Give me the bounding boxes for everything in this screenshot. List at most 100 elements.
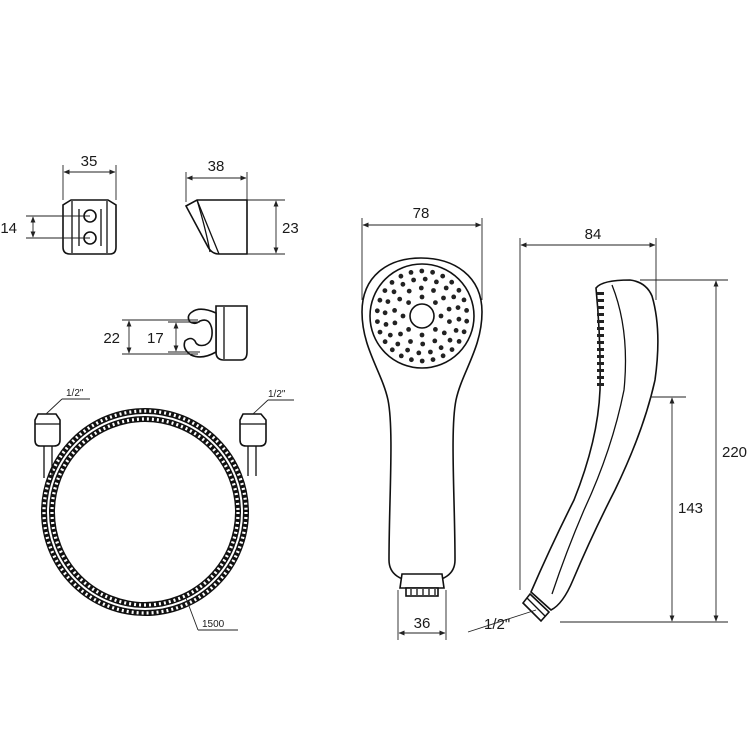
nozzle-dot: [440, 273, 446, 279]
nozzle-dot: [419, 294, 425, 300]
holder-c-opening-label: 17: [147, 330, 164, 347]
hose-view: 1/2" 1/2" 1500: [34, 388, 294, 631]
nozzle-dot: [443, 285, 449, 291]
side-nozzle: [597, 376, 604, 379]
side-handle-height-label: 143: [678, 500, 703, 517]
nozzle-dot: [422, 276, 428, 282]
nozzle-dot: [383, 322, 389, 327]
nozzle-dot: [430, 357, 436, 362]
nozzle-dot: [406, 327, 411, 332]
nozzle-dot: [447, 337, 453, 343]
nozzle-dot: [447, 319, 452, 324]
nozzle-dot: [455, 305, 461, 310]
nozzle-dot: [400, 313, 406, 319]
side-nozzle: [597, 299, 604, 302]
side-nozzle: [597, 355, 604, 358]
hose-left-thread-label: 1/2": [66, 388, 84, 399]
nozzle-dot: [409, 357, 414, 363]
nozzle-dot: [428, 349, 433, 355]
nozzle-dot: [400, 281, 406, 287]
nozzle-dot: [419, 268, 425, 274]
nozzle-dot: [461, 329, 467, 335]
shower-head-front-view: 78 36: [361, 205, 483, 640]
nozzle-dot: [375, 319, 380, 324]
nozzle-dot: [438, 345, 444, 351]
side-nozzle: [597, 362, 604, 365]
side-thread-label: 1/2": [484, 616, 510, 633]
nozzle-dot: [398, 353, 404, 359]
nozzle-dot: [438, 313, 444, 319]
nozzle-dot: [431, 288, 436, 293]
head-connector-label: 36: [414, 615, 431, 632]
nozzle-dot: [419, 358, 425, 364]
nozzle-dot: [387, 332, 393, 338]
holder-b-height-label: 23: [282, 220, 299, 237]
nozzle-dot: [405, 347, 410, 353]
nozzle-dot: [464, 308, 469, 313]
nozzle-dot: [430, 269, 435, 275]
side-nozzle: [597, 320, 604, 323]
nozzle-dot: [392, 320, 398, 326]
nozzle-dot: [440, 353, 446, 359]
hose-right-thread-label: 1/2": [268, 389, 286, 400]
nozzle-dot: [433, 300, 438, 305]
holder-b-side-view: 38 23: [184, 158, 299, 255]
side-nozzle: [597, 383, 604, 386]
side-nozzle: [597, 292, 604, 295]
side-nozzle: [597, 313, 604, 316]
nozzle-dot: [408, 270, 414, 275]
nozzle-dot: [464, 318, 470, 324]
holder-b-width-label: 38: [208, 158, 225, 175]
nozzle-dot: [389, 347, 395, 353]
nozzle-dot: [456, 339, 462, 344]
side-total-height-label: 220: [722, 444, 747, 461]
nozzle-dot: [441, 330, 447, 336]
nozzle-dot: [389, 280, 395, 285]
nozzle-dot: [433, 327, 438, 332]
holder-c-height-label: 22: [103, 330, 120, 347]
nozzle-dot: [432, 338, 438, 344]
head-diameter-label: 78: [413, 205, 430, 222]
side-nozzle: [597, 334, 604, 337]
nozzle-dot: [382, 310, 388, 316]
holder-a-width-label: 35: [81, 153, 98, 170]
nozzle-dot: [419, 332, 425, 338]
nozzle-dot: [418, 285, 424, 291]
holder-a-spacing-label: 14: [0, 220, 17, 237]
side-nozzle: [597, 341, 604, 344]
nozzle-dot: [385, 299, 391, 304]
nozzle-dot: [441, 295, 446, 301]
nozzle-dot: [377, 329, 383, 335]
nozzle-dot: [420, 341, 426, 347]
nozzle-dot: [408, 339, 413, 344]
nozzle-dot: [434, 279, 439, 285]
nozzle-dot: [456, 316, 462, 322]
nozzle-dot: [446, 306, 452, 312]
nozzle-dot: [392, 308, 397, 313]
side-nozzle: [597, 327, 604, 330]
nozzle-dot: [397, 296, 403, 302]
side-width-label: 84: [585, 226, 602, 243]
nozzle-dot: [406, 288, 412, 294]
nozzle-dot: [398, 273, 404, 279]
nozzle-dot: [451, 294, 457, 300]
nozzle-dot: [453, 328, 459, 333]
nozzle-dot: [391, 289, 397, 295]
nozzle-dot: [411, 277, 416, 283]
nozzle-dot: [374, 308, 380, 314]
nozzle-dot: [382, 339, 388, 345]
nozzle-dot: [449, 279, 455, 285]
side-nozzle-row: [597, 292, 604, 386]
hose-length-label: 1500: [202, 619, 225, 630]
nozzle-dot: [398, 331, 403, 337]
nozzle-dot: [416, 350, 422, 356]
holder-c-clip-view: 22 17: [103, 305, 248, 361]
nozzle-dot: [377, 297, 383, 303]
nozzle-dot: [382, 288, 388, 293]
nozzle-pattern: [374, 268, 470, 364]
nozzle-dot: [461, 297, 467, 303]
side-nozzle: [597, 306, 604, 309]
side-nozzle: [597, 348, 604, 351]
